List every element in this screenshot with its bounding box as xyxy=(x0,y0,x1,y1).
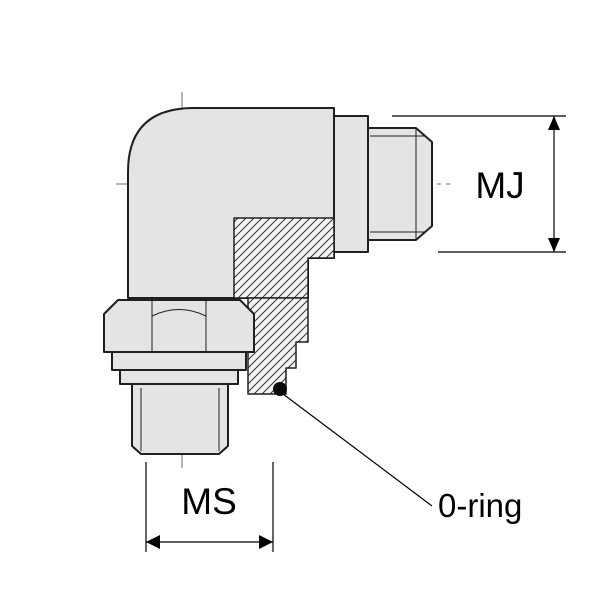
arrowhead-up-icon xyxy=(548,116,560,130)
mj-label: MJ xyxy=(475,165,524,206)
arrowhead-down-icon xyxy=(548,238,560,252)
oring-label: 0-ring xyxy=(438,487,522,524)
arrowhead-right-icon xyxy=(259,535,273,549)
oring-callout: 0-ring xyxy=(282,393,522,524)
oring-leader-line xyxy=(282,393,433,507)
o-ring-dot xyxy=(273,382,287,396)
ms-dimension: MS xyxy=(145,462,274,552)
hex-locknut xyxy=(103,299,255,353)
mj-nut-section xyxy=(333,115,369,253)
ms-label: MS xyxy=(181,481,237,522)
locknut-facet-arc xyxy=(151,309,207,317)
mj-thread-section xyxy=(367,127,433,241)
port-section-hatch xyxy=(247,297,309,395)
mj-dimension: MJ xyxy=(392,115,566,253)
washer-outer xyxy=(111,351,247,371)
washer-inner xyxy=(119,369,239,385)
ms-thread-stud xyxy=(131,383,229,455)
body-section-hatch xyxy=(233,217,335,299)
arrowhead-left-icon xyxy=(146,535,160,549)
